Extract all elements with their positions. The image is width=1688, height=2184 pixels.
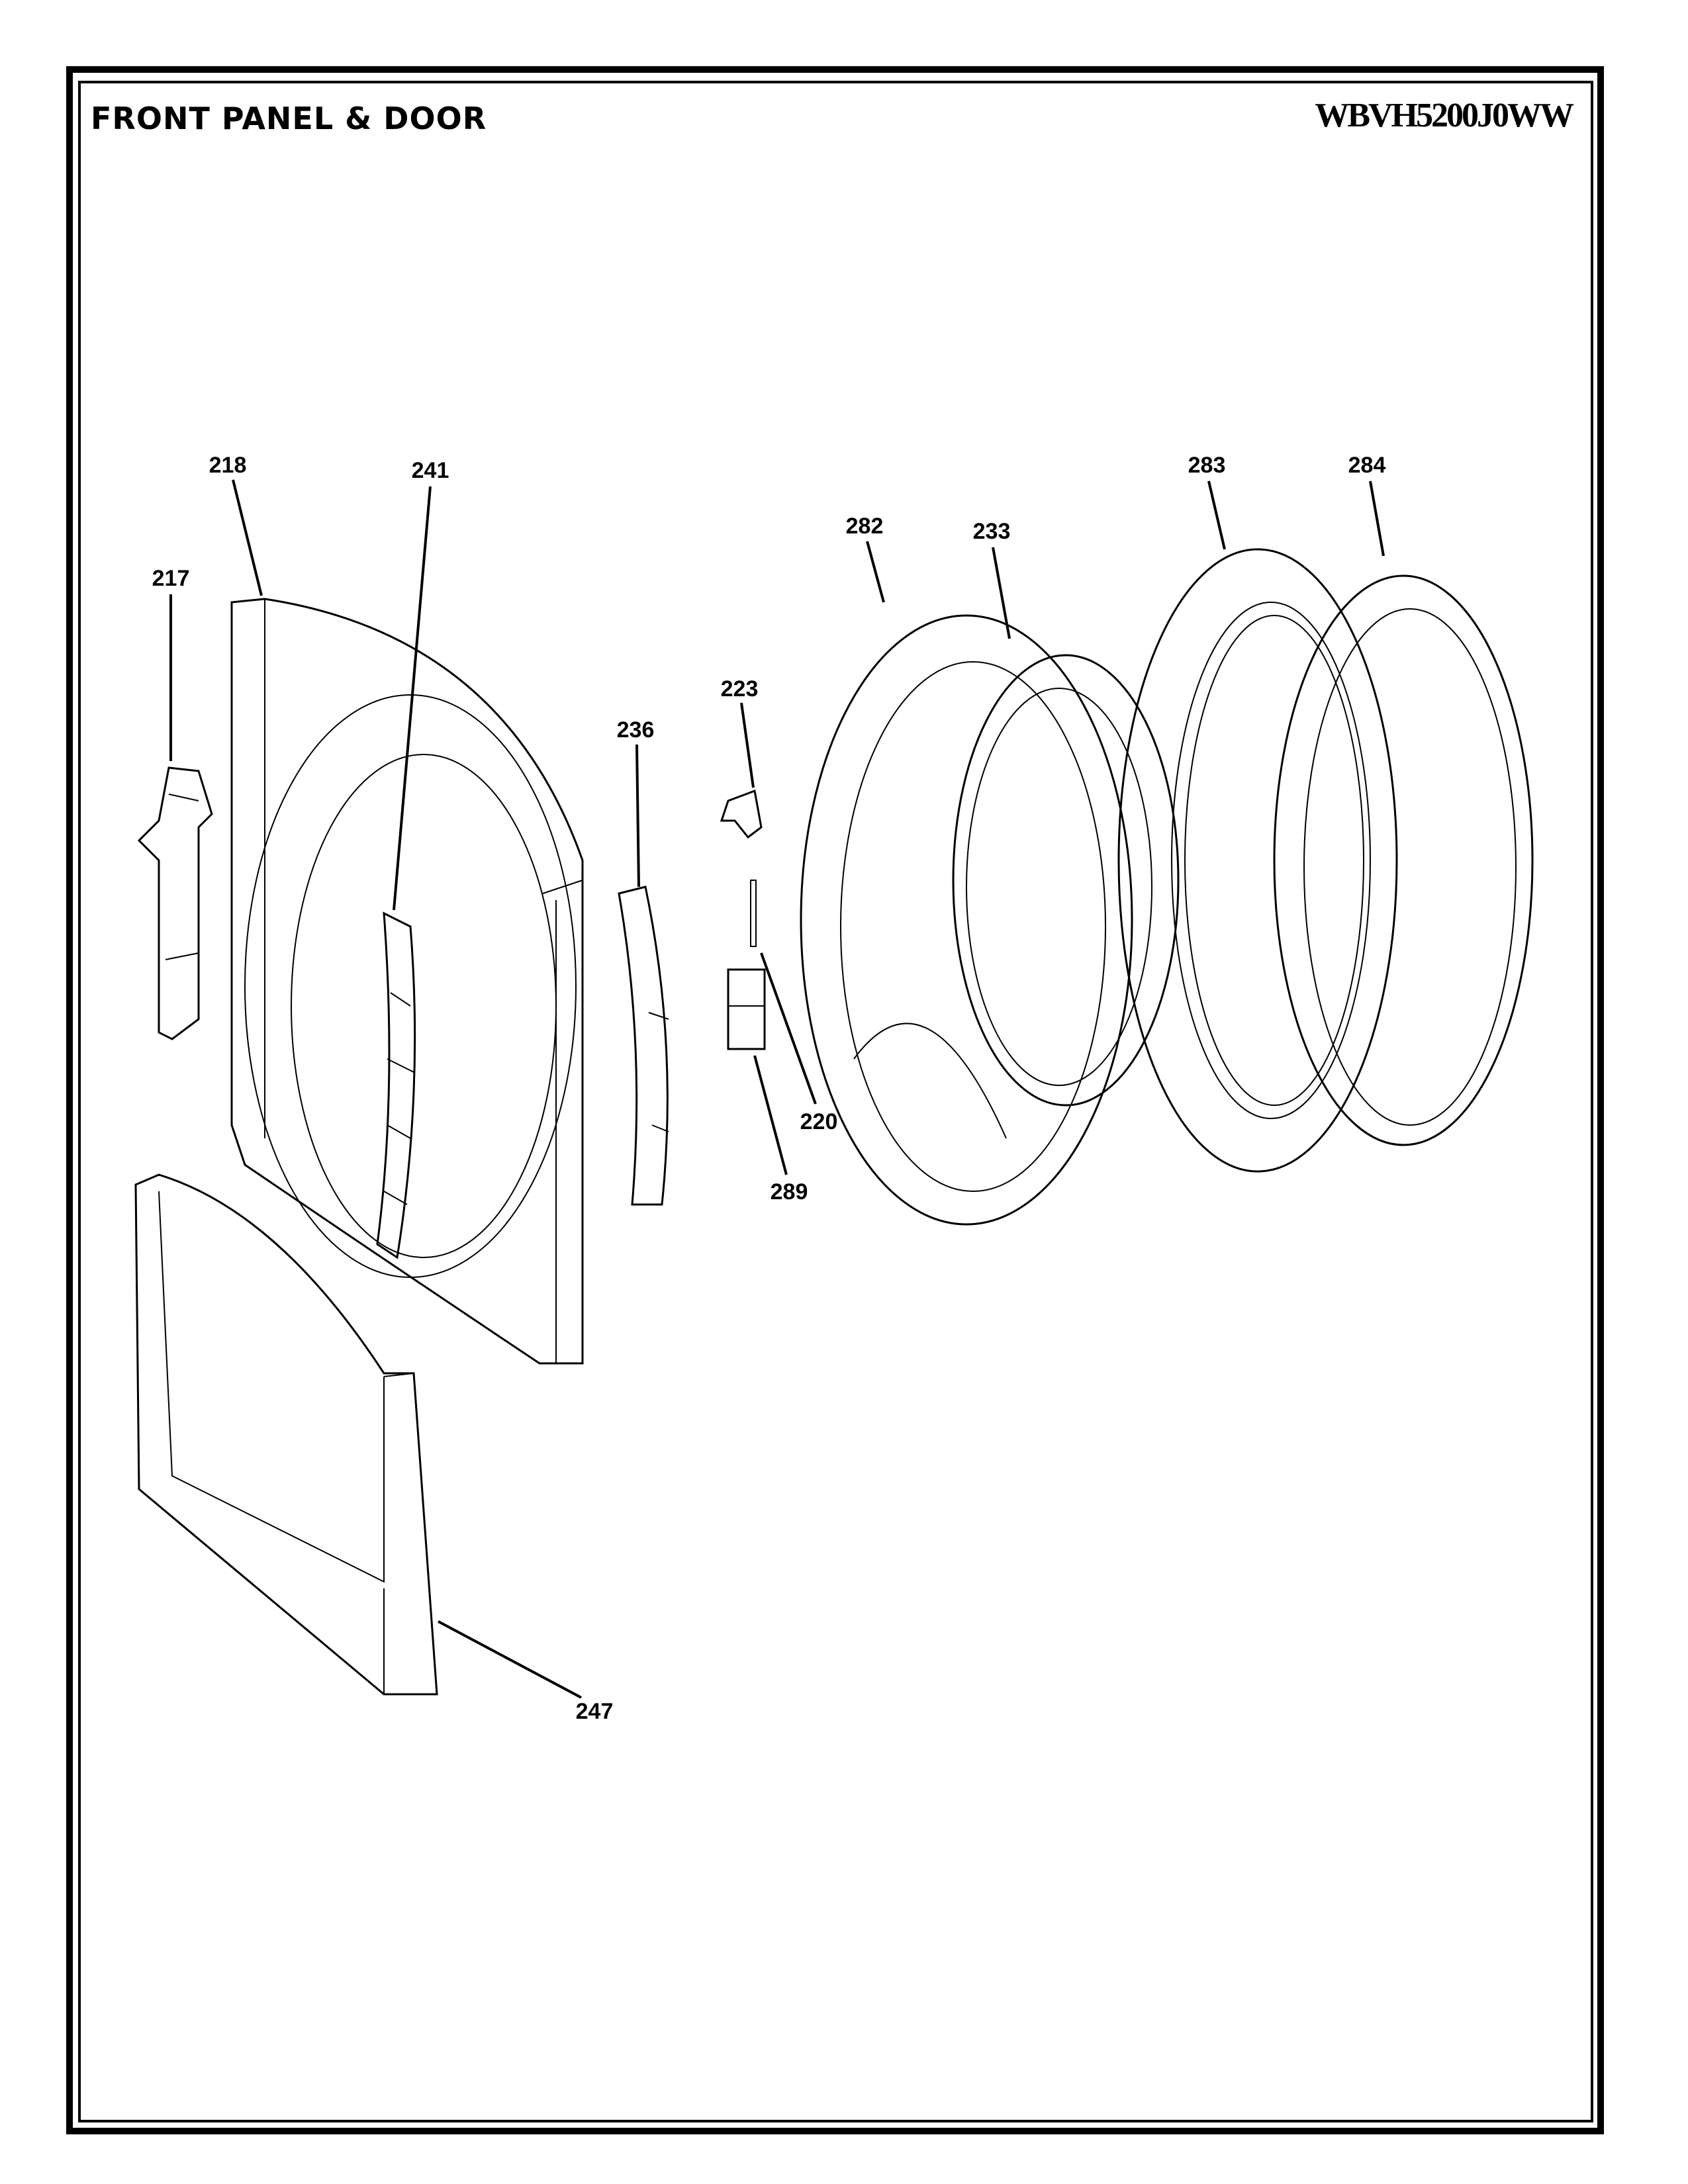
part-247-base-panel [134,1173,438,1696]
part-284-inner-ring [1273,574,1534,1146]
label-218: 218 [209,453,247,478]
page-border-inner [78,81,1593,2122]
part-283-outer-ring [1117,548,1398,1173]
label-284: 284 [1348,453,1386,478]
part-236-hinge-cover [618,886,669,1206]
part-220-rod [750,880,757,947]
label-220: 220 [800,1109,838,1134]
leader-223 [740,702,755,788]
label-282: 282 [846,514,884,539]
leader-247 [438,1620,582,1699]
leader-284 [1369,480,1385,557]
model-number: WBVH5200J0WW [1315,97,1574,134]
label-233: 233 [973,519,1011,544]
leader-236 [635,744,640,887]
part-233-door-glass [952,654,1180,1107]
leader-241 [393,486,432,911]
leader-283 [1207,480,1226,550]
part-217-bracket [137,766,213,1040]
leader-218 [232,479,263,596]
leader-220 [760,952,817,1105]
label-283: 283 [1188,453,1226,478]
leader-233 [992,547,1011,639]
part-241-strip [376,911,416,1259]
page-border [66,66,1604,2134]
part-223-latch [720,789,763,839]
part-218-front-panel [230,598,584,1365]
part-282-door-frame [800,614,1133,1226]
diagram-title: FRONT PANEL & DOOR [91,101,487,136]
leader-lines [169,479,1385,1699]
leader-289 [753,1055,788,1175]
label-217: 217 [152,566,190,591]
label-241: 241 [412,458,449,483]
label-289: 289 [771,1179,808,1205]
label-247: 247 [576,1699,614,1724]
part-289-switch [727,968,766,1050]
label-223: 223 [721,676,759,702]
label-236: 236 [617,717,655,743]
leader-282 [866,541,885,603]
